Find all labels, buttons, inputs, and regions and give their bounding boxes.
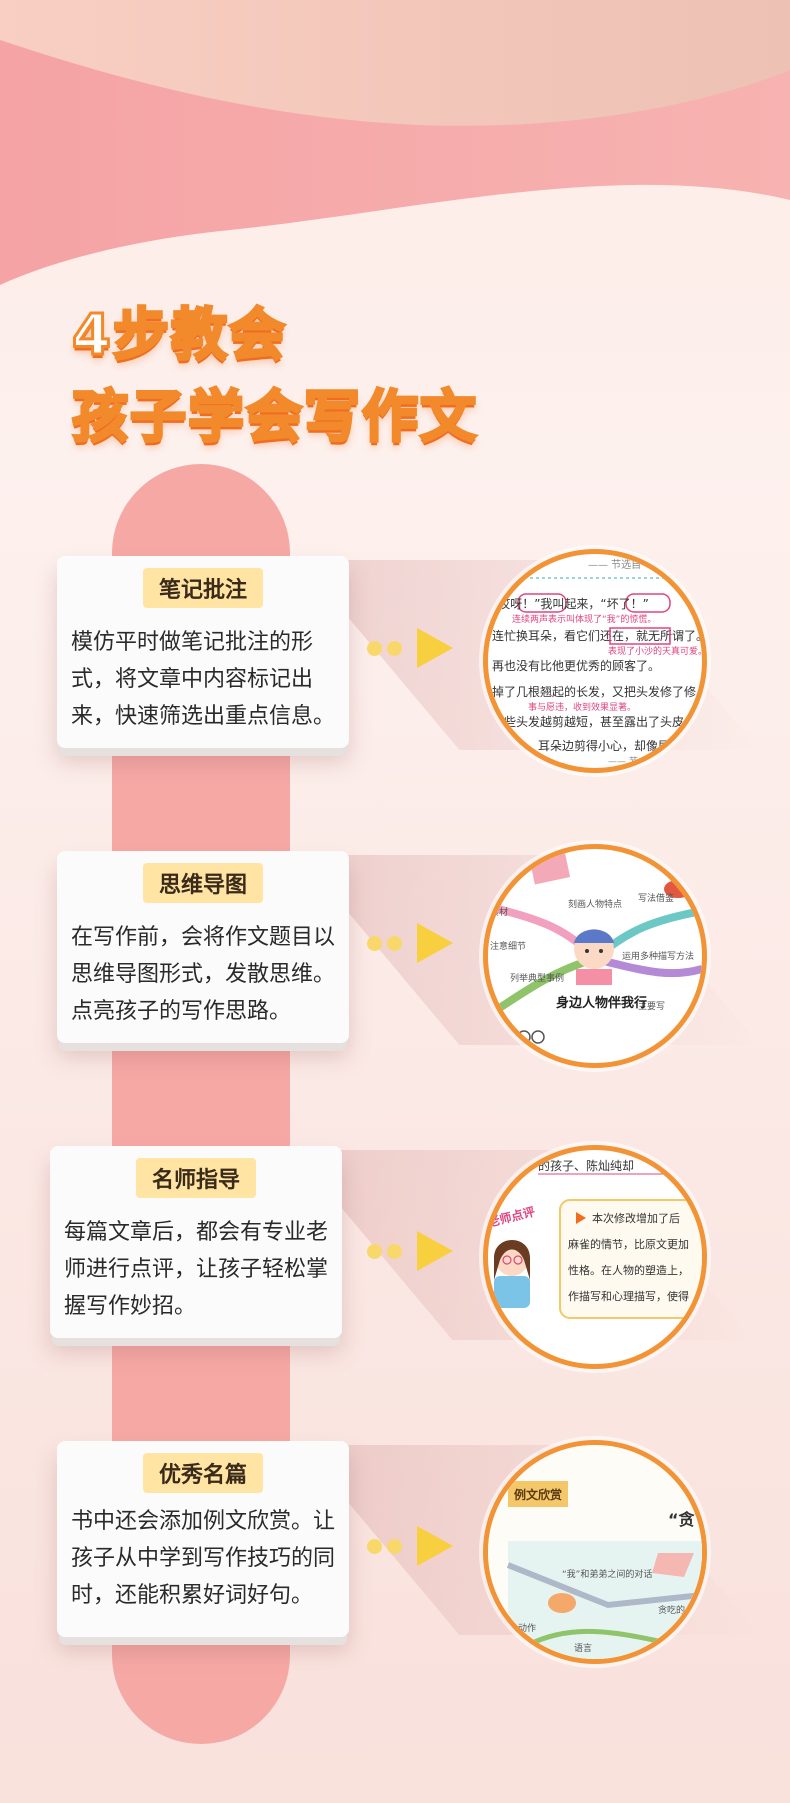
example-branch: “我”和弟弟之间的对话: [562, 1568, 652, 1580]
connector-dot: [387, 1244, 402, 1259]
headline-line-2: 孩子学会写作文: [71, 384, 478, 452]
example-quote: “贪: [668, 1510, 696, 1529]
step-card-teacher: 名师指导 每篇文章后，都会有专业老师进行点评，让孩子轻松掌握写作妙招。: [50, 1146, 342, 1338]
step-card-examples: 优秀名篇 书中还会添加例文欣赏。让孩子从中学到写作技巧的同时，还能积累好词好句。: [57, 1441, 349, 1637]
preview-note: 连续两声表示叫体现了“我”的惊慌。: [512, 613, 656, 625]
connector-dot: [367, 936, 382, 951]
preview-note: 事与愿违，收到效果显著。: [528, 701, 636, 713]
example-branch: 动作: [518, 1622, 536, 1634]
arrow-right-icon: [417, 1526, 453, 1566]
step-badge: 思维导图: [142, 863, 264, 903]
mindmap-branch: 刻画人物特点: [568, 898, 622, 910]
step-card-mindmap: 思维导图 在写作前，会将作文题目以思维导图形式，发散思维。点亮孩子的写作思路。: [57, 851, 349, 1043]
arrow-right-icon: [417, 628, 453, 668]
mindmap-branch: 列举典型事例: [510, 972, 564, 984]
top-wave-decoration: [0, 0, 790, 300]
connector-dot: [387, 1539, 402, 1554]
teacher-review-label: 老师点评: [488, 1204, 536, 1230]
preview-line: 掉了几根翘起的长发，又把头发修了修，: [492, 684, 702, 699]
mindmap-branch: 注意细节: [490, 940, 526, 952]
example-label: 例文欣赏: [514, 1487, 562, 1502]
preview-line: 的孩子、陈灿纯却: [538, 1158, 634, 1173]
connector-dot: [367, 1539, 382, 1554]
headline-line-1: 4步教会: [71, 302, 287, 370]
preview-circle-teacher: 的孩子、陈灿纯却 本次修改增加了后 麻雀的情节，比原文更加 性格。在人物的塑造上…: [483, 1145, 707, 1369]
teacher-review-preview: 的孩子、陈灿纯却 本次修改增加了后 麻雀的情节，比原文更加 性格。在人物的塑造上…: [488, 1158, 702, 1319]
step-card-notes: 笔记批注 模仿平时做笔记批注的形式，将文章中内容标记出来，快速筛选出重点信息。: [57, 556, 349, 748]
review-line: 本次修改增加了后: [592, 1211, 680, 1225]
mindmap-branch: 写法借鉴: [638, 892, 674, 904]
preview-line: “哎呀！”我叫起来，“坏了！”: [492, 597, 649, 611]
step-connector: [367, 921, 459, 965]
review-line: 性格。在人物的塑造上，: [568, 1263, 689, 1277]
step-description: 模仿平时做笔记批注的形式，将文章中内容标记出来，快速筛选出重点信息。: [71, 630, 336, 729]
preview-line: 注注，耳朵边剪得小心，却像层: [502, 738, 670, 753]
step-connector: [367, 626, 459, 670]
step-description: 书中还会添加例文欣赏。让孩子从中学到写作技巧的同时，还能积累好词好句。: [71, 1509, 336, 1608]
preview-line: 连忙换耳朵，看它们还在，就无所谓了。我: [492, 628, 702, 643]
step-connector: [367, 1524, 459, 1568]
connector-dot: [387, 936, 402, 951]
example-essay-preview: 例文欣赏 “贪 “我”和弟弟之间的对话 贪吃的小 动作 语言: [488, 1445, 702, 1659]
preview-note: 表现了小沙的天真可爱。: [608, 645, 702, 657]
mindmap-branch: 主要写: [638, 1000, 665, 1012]
step-connector: [367, 1229, 459, 1273]
preview-line: 再也没有比他更优秀的顾客了。: [492, 658, 660, 673]
preview-circle-notes: —— 节选自 “哎呀！”我叫起来，“坏了！” 连续两声表示叫体现了“我”的惊慌。…: [483, 549, 707, 773]
step-description: 在写作前，会将作文题目以思维导图形式，发散思维。点亮孩子的写作思路。: [71, 925, 336, 1024]
mindmap-center: 身边人物伴我行: [556, 995, 647, 1011]
annotated-text-preview: —— 节选自 “哎呀！”我叫起来，“坏了！” 连续两声表示叫体现了“我”的惊慌。…: [488, 558, 702, 767]
preview-circle-mindmap: 刻画人物特点 写法借鉴 注意细节 列举典型事例 运用多种描写方法 素材 主要写 …: [483, 844, 707, 1068]
mindmap-branch: 素材: [490, 906, 508, 918]
example-branch: 语言: [574, 1642, 592, 1654]
step-badge: 笔记批注: [142, 568, 264, 608]
arrow-right-icon: [417, 923, 453, 963]
connector-dot: [367, 1244, 382, 1259]
step-badge: 优秀名篇: [142, 1453, 264, 1493]
mindmap-branch: 运用多种描写方法: [622, 950, 694, 962]
preview-header: —— 节选自: [588, 558, 641, 571]
step-badge: 名师指导: [135, 1158, 257, 1198]
review-line: 麻雀的情节，比原文更加: [568, 1237, 689, 1251]
step-description: 每篇文章后，都会有专业老师进行点评，让孩子轻松掌握写作妙招。: [64, 1220, 329, 1319]
preview-line: —— 节: [608, 756, 638, 767]
preview-circle-examples: 例文欣赏 “贪 “我”和弟弟之间的对话 贪吃的小 动作 语言: [483, 1440, 707, 1664]
review-line: 作描写和心理描写，使得: [568, 1289, 689, 1303]
connector-dot: [387, 641, 402, 656]
preview-line: 一些头发越剪越短，甚至露出了头皮。一: [492, 714, 702, 729]
arrow-right-icon: [417, 1231, 453, 1271]
mindmap-preview: 刻画人物特点 写法借鉴 注意细节 列举典型事例 运用多种描写方法 素材 主要写 …: [490, 853, 702, 1044]
connector-dot: [367, 641, 382, 656]
